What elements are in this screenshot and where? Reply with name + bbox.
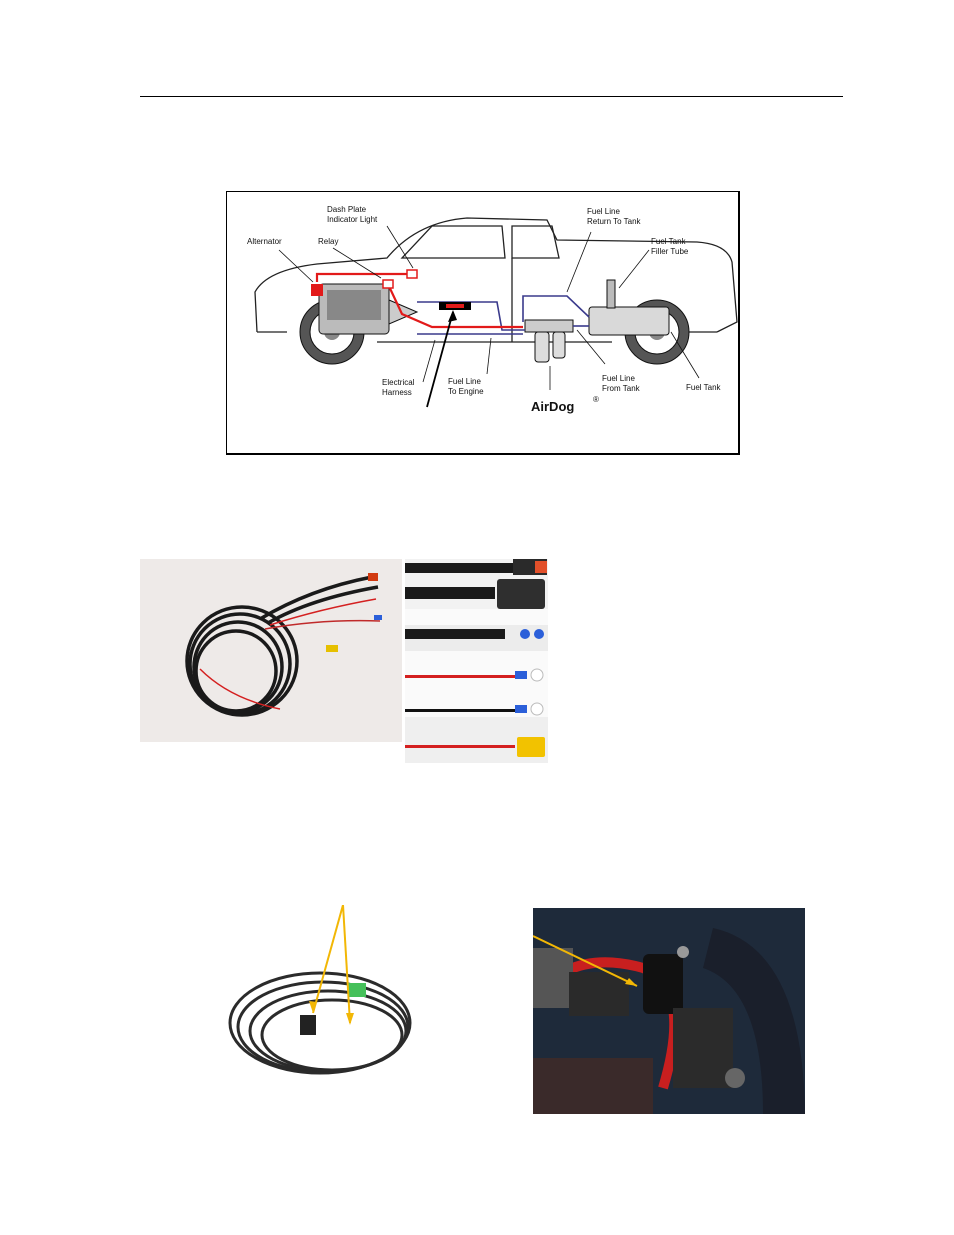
header-rule — [140, 96, 843, 97]
label-harness: Electrical — [382, 378, 415, 387]
svg-text:Return To Tank: Return To Tank — [587, 217, 642, 226]
label-relay: Relay — [318, 237, 338, 246]
label-dash-plate: Dash Plate — [327, 205, 367, 214]
svg-text:To Engine: To Engine — [448, 387, 484, 396]
svg-text:®: ® — [593, 395, 599, 404]
indicator-light — [407, 270, 417, 278]
fuel-system-diagram: Dash Plate Indicator Light Alternator Re… — [226, 191, 740, 455]
airdog-pump — [525, 320, 573, 362]
fuel-tank — [589, 307, 669, 335]
label-alternator: Alternator — [247, 237, 282, 246]
label-fuel-return: Fuel Line — [587, 207, 620, 216]
filler-tube — [607, 280, 615, 308]
engine-block — [319, 284, 417, 334]
relay-box — [311, 284, 323, 296]
label-from-tank: Fuel Line — [602, 374, 635, 383]
svg-text:From Tank: From Tank — [602, 384, 641, 393]
label-fuel-tank: Fuel Tank — [686, 383, 722, 392]
harness-coiled-photo — [140, 559, 402, 742]
braided-harness-photo — [228, 905, 433, 1088]
pointer-arrows — [313, 905, 350, 1023]
svg-text:Filler Tube: Filler Tube — [651, 247, 689, 256]
connector-detail-strip — [405, 559, 548, 763]
engine-bay-photo — [533, 908, 805, 1114]
label-to-engine: Fuel Line — [448, 377, 481, 386]
relay-small — [383, 280, 393, 288]
airdog-logo: AirDog — [531, 399, 574, 414]
svg-text:Indicator Light: Indicator Light — [327, 215, 378, 224]
svg-text:Harness: Harness — [382, 388, 412, 397]
label-filler: Fuel Tank — [651, 237, 687, 246]
